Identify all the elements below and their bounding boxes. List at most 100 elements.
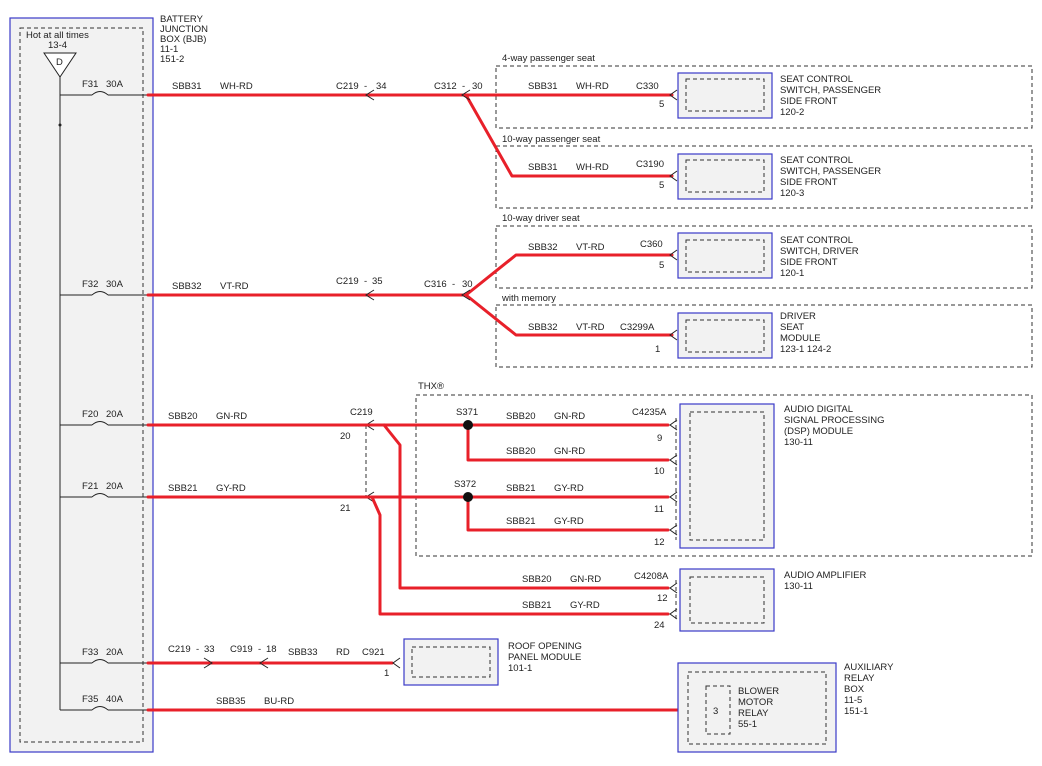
connector-icon bbox=[461, 89, 471, 101]
svg-text:-: - bbox=[462, 81, 465, 92]
svg-text:C219: C219 bbox=[336, 276, 359, 287]
svg-text:BOX: BOX bbox=[844, 684, 865, 695]
svg-text:RELAY: RELAY bbox=[738, 708, 769, 719]
svg-text:3: 3 bbox=[713, 706, 718, 717]
svg-text:33: 33 bbox=[204, 644, 215, 655]
svg-text:SEAT CONTROL: SEAT CONTROL bbox=[780, 235, 853, 246]
svg-text:12: 12 bbox=[654, 537, 665, 548]
seat-module-driver-10way: SBB32 VT-RD C360 5 SEAT CONTROL SWITCH, … bbox=[528, 232, 859, 279]
hot-at-all-times-label: Hot at all times bbox=[26, 30, 89, 41]
svg-text:VT-RD: VT-RD bbox=[576, 242, 605, 253]
svg-text:151-1: 151-1 bbox=[844, 706, 868, 717]
bjb-title-5: 151-2 bbox=[160, 54, 184, 65]
connector-icon bbox=[259, 657, 269, 669]
svg-text:BU-RD: BU-RD bbox=[264, 696, 294, 707]
svg-text:(DSP) MODULE: (DSP) MODULE bbox=[784, 426, 853, 437]
svg-text:5: 5 bbox=[659, 180, 664, 191]
svg-text:18: 18 bbox=[266, 644, 277, 655]
svg-text:30A: 30A bbox=[106, 79, 124, 90]
connector-icon bbox=[669, 582, 678, 594]
svg-text:VT-RD: VT-RD bbox=[220, 281, 249, 292]
svg-text:SEAT CONTROL: SEAT CONTROL bbox=[780, 155, 853, 166]
svg-text:-: - bbox=[196, 644, 199, 655]
fuse-icon bbox=[91, 659, 109, 664]
fuse-icon bbox=[91, 421, 109, 426]
svg-text:11-5: 11-5 bbox=[844, 695, 862, 706]
svg-text:101-1: 101-1 bbox=[508, 663, 532, 674]
svg-text:F20: F20 bbox=[82, 409, 98, 420]
svg-text:130-11: 130-11 bbox=[784, 581, 813, 592]
svg-text:WH-RD: WH-RD bbox=[576, 81, 609, 92]
svg-text:SIGNAL PROCESSING: SIGNAL PROCESSING bbox=[784, 415, 884, 426]
svg-text:C219: C219 bbox=[336, 81, 359, 92]
svg-text:SBB20: SBB20 bbox=[168, 411, 198, 422]
connector-icon bbox=[669, 491, 678, 503]
svg-text:55-1: 55-1 bbox=[738, 719, 757, 730]
fuse-icon bbox=[91, 493, 109, 498]
svg-text:-: - bbox=[364, 276, 367, 287]
svg-text:C219: C219 bbox=[350, 407, 373, 418]
svg-text:WH-RD: WH-RD bbox=[576, 162, 609, 173]
svg-text:SBB31: SBB31 bbox=[528, 81, 558, 92]
svg-text:1: 1 bbox=[384, 668, 389, 679]
svg-text:SBB33: SBB33 bbox=[288, 647, 318, 658]
svg-text:AUDIO DIGITAL: AUDIO DIGITAL bbox=[784, 404, 853, 415]
svg-text:30A: 30A bbox=[106, 279, 124, 290]
group-thx bbox=[415, 394, 1033, 557]
bjb-outline bbox=[9, 17, 154, 753]
svg-text:9: 9 bbox=[657, 433, 662, 444]
svg-text:RD: RD bbox=[336, 647, 350, 658]
connector-icon bbox=[203, 657, 213, 669]
svg-text:SBB21: SBB21 bbox=[522, 600, 552, 611]
svg-text:10: 10 bbox=[654, 466, 665, 477]
svg-text:SIDE FRONT: SIDE FRONT bbox=[780, 257, 838, 268]
svg-text:WH-RD: WH-RD bbox=[220, 81, 253, 92]
svg-text:20A: 20A bbox=[106, 409, 124, 420]
fuse-icon bbox=[91, 291, 109, 296]
svg-text:GY-RD: GY-RD bbox=[554, 516, 584, 527]
svg-text:DRIVER: DRIVER bbox=[780, 311, 816, 322]
group-label-memory: with memory bbox=[501, 293, 556, 304]
seat-module-driver-memory: SBB32 VT-RD C3299A 1 DRIVER SEAT MODULE … bbox=[528, 311, 831, 359]
svg-text:120-3: 120-3 bbox=[780, 188, 804, 199]
connector-icon bbox=[669, 524, 678, 536]
svg-text:GY-RD: GY-RD bbox=[554, 483, 584, 494]
svg-text:AUDIO AMPLIFIER: AUDIO AMPLIFIER bbox=[784, 570, 866, 581]
svg-text:C330: C330 bbox=[636, 81, 659, 92]
bjb-title-4: 11-1 bbox=[160, 44, 178, 55]
svg-text:120-2: 120-2 bbox=[780, 107, 804, 118]
svg-text:S372: S372 bbox=[454, 479, 476, 490]
svg-text:C316: C316 bbox=[424, 279, 447, 290]
svg-text:MOTOR: MOTOR bbox=[738, 697, 773, 708]
bus-taps bbox=[58, 94, 92, 711]
svg-text:SBB21: SBB21 bbox=[506, 516, 536, 527]
svg-text:SWITCH, PASSENGER: SWITCH, PASSENGER bbox=[780, 85, 881, 96]
group-label-10way-driver: 10-way driver seat bbox=[502, 213, 580, 224]
svg-text:35: 35 bbox=[372, 276, 383, 287]
svg-text:120-1: 120-1 bbox=[780, 268, 804, 279]
group-4way-passenger bbox=[495, 65, 1033, 129]
bjb-title-2: JUNCTION bbox=[160, 24, 208, 35]
connector-icon bbox=[669, 170, 678, 182]
svg-text:SBB21: SBB21 bbox=[168, 483, 198, 494]
svg-text:BLOWER: BLOWER bbox=[738, 686, 779, 697]
group-label-4way: 4-way passenger seat bbox=[502, 53, 595, 64]
connector-icon bbox=[365, 289, 375, 301]
connector-icon bbox=[669, 89, 678, 101]
svg-text:C360: C360 bbox=[640, 239, 663, 250]
svg-text:F35: F35 bbox=[82, 694, 98, 705]
svg-text:SBB20: SBB20 bbox=[506, 411, 536, 422]
connector-icon bbox=[669, 608, 678, 620]
svg-text:-: - bbox=[452, 279, 455, 290]
svg-text:GY-RD: GY-RD bbox=[570, 600, 600, 611]
svg-text:GN-RD: GN-RD bbox=[554, 446, 585, 457]
svg-text:SEAT CONTROL: SEAT CONTROL bbox=[780, 74, 853, 85]
dsp-module: C4235A 9 10 11 12 AUDIO DIGITAL SIGNAL P… bbox=[632, 403, 884, 549]
audio-amplifier: C4208A 12 24 AUDIO AMPLIFIER 130-11 bbox=[634, 568, 866, 632]
bjb-title-3: BOX (BJB) bbox=[160, 34, 206, 45]
svg-text:SBB31: SBB31 bbox=[172, 81, 202, 92]
svg-text:11: 11 bbox=[654, 504, 664, 515]
connector-icon bbox=[669, 329, 678, 341]
